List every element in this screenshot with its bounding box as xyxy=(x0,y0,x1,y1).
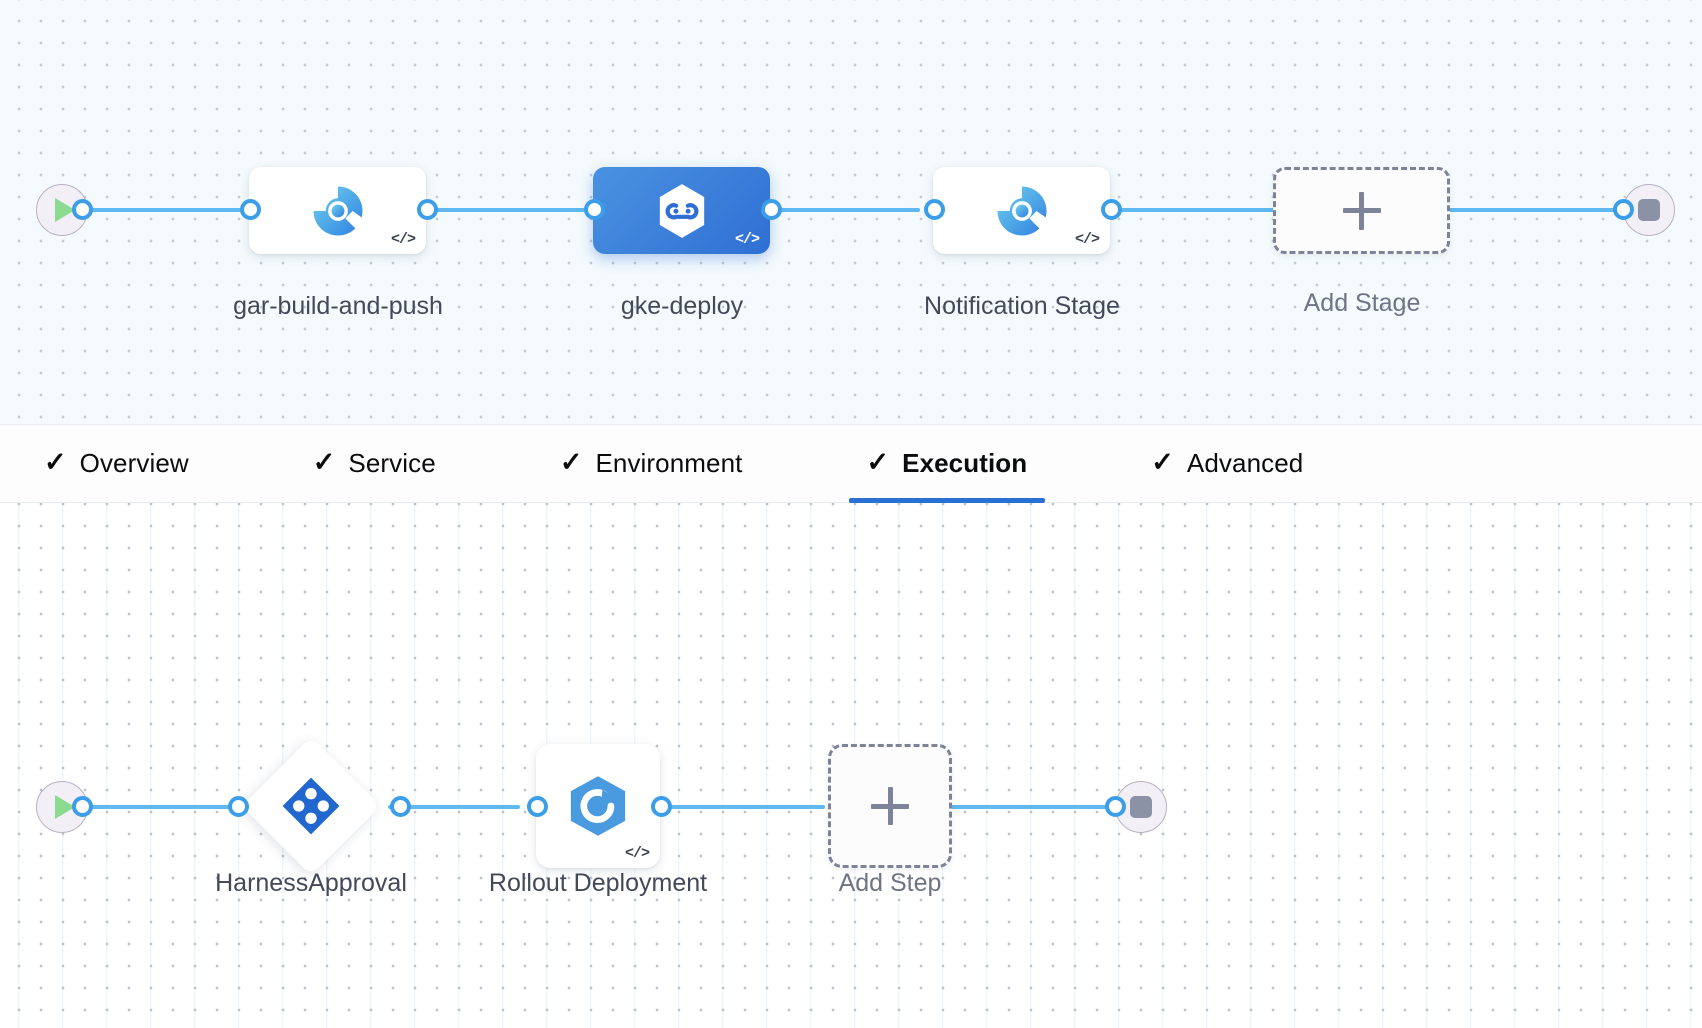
add-stage-button[interactable] xyxy=(1273,167,1450,254)
tab-execution[interactable]: ✓ Execution xyxy=(848,424,1046,503)
port-rollout-out[interactable] xyxy=(651,796,672,817)
link-addstep-to-end xyxy=(950,805,1110,809)
execution-end-node[interactable] xyxy=(1115,781,1167,833)
add-stage-label: Add Stage xyxy=(1303,289,1421,317)
check-icon: ✓ xyxy=(559,447,583,477)
plus-icon xyxy=(871,787,909,825)
link-stage3-to-addstage xyxy=(1082,208,1282,212)
step-node-harness-approval[interactable] xyxy=(249,744,373,868)
port-stage3-out[interactable] xyxy=(1101,199,1122,220)
code-badge-icon: </> xyxy=(1074,231,1100,248)
stage-node-label-1: gar-build-and-push xyxy=(233,292,443,320)
stage-graph-canvas[interactable]: </> gar-build-and-push </> gke-deploy xyxy=(0,0,1702,424)
k8s-rollout-hexagon-icon xyxy=(570,776,626,836)
tab-service[interactable]: ✓ Service xyxy=(295,424,454,503)
link-addstage-to-end xyxy=(1438,208,1628,212)
port-stage1-in[interactable] xyxy=(240,199,261,220)
stage-node-notification-stage[interactable]: </> xyxy=(933,167,1110,254)
link-stage1-to-stage2 xyxy=(404,208,604,212)
stage-node-gar-build-and-push[interactable]: </> xyxy=(249,167,426,254)
harness-approval-diamond-icon xyxy=(282,777,340,835)
tab-environment[interactable]: ✓ Environment xyxy=(542,424,761,503)
pipeline-end-node[interactable] xyxy=(1623,184,1675,236)
link-stage2-to-stage3 xyxy=(760,208,920,212)
port-rollout-in[interactable] xyxy=(527,796,548,817)
step-node-label-2: Rollout Deployment xyxy=(488,869,708,897)
play-icon xyxy=(55,198,75,222)
port-stage1-out[interactable] xyxy=(417,199,438,220)
link-approval-to-rollout xyxy=(388,805,520,809)
port-approval-in[interactable] xyxy=(228,796,249,817)
check-icon: ✓ xyxy=(866,447,890,477)
plus-icon xyxy=(1342,191,1381,230)
tab-overview[interactable]: ✓ Overview xyxy=(26,424,207,503)
link-start-to-approval xyxy=(78,805,236,809)
stop-icon xyxy=(1638,199,1660,221)
step-node-rollout-deployment[interactable]: </> xyxy=(536,744,660,868)
harness-cd-deploy-hexagon-icon xyxy=(659,183,704,238)
check-icon: ✓ xyxy=(312,447,336,477)
port-stage3-in[interactable] xyxy=(924,199,945,220)
code-badge-icon: </> xyxy=(390,231,416,248)
tab-label: Service xyxy=(348,448,436,478)
tab-label: Overview xyxy=(79,448,189,478)
link-start-to-stage1 xyxy=(78,208,248,212)
execution-graph-canvas[interactable]: HarnessApproval </> Rollout Deployment A… xyxy=(0,503,1702,1028)
harness-ci-build-icon xyxy=(312,184,362,235)
port-exec-end-in[interactable] xyxy=(1105,796,1126,817)
check-icon: ✓ xyxy=(1151,447,1174,477)
tab-advanced[interactable]: ✓ Advanced xyxy=(1133,424,1321,503)
link-rollout-to-addstep xyxy=(655,805,825,809)
stage-node-gke-deploy[interactable]: </> xyxy=(593,167,770,254)
port-exec-start-out[interactable] xyxy=(72,796,93,817)
port-end-in[interactable] xyxy=(1613,199,1634,220)
tab-label: Environment xyxy=(595,448,743,478)
tab-label: Execution xyxy=(902,448,1028,478)
tab-label: Advanced xyxy=(1186,448,1304,478)
stage-node-label-3: Notification Stage xyxy=(924,292,1120,320)
port-approval-out[interactable] xyxy=(390,796,411,817)
stage-node-label-2: gke-deploy xyxy=(620,292,744,320)
play-icon xyxy=(55,795,75,819)
add-step-button[interactable] xyxy=(828,744,952,868)
port-start-out[interactable] xyxy=(72,199,93,220)
add-step-label: Add Step xyxy=(838,869,942,897)
code-badge-icon: </> xyxy=(624,845,650,862)
stop-icon xyxy=(1130,796,1152,818)
harness-ci-build-icon xyxy=(996,184,1046,235)
port-stage2-in[interactable] xyxy=(584,199,605,220)
code-badge-icon: </> xyxy=(734,231,760,248)
check-icon: ✓ xyxy=(44,447,67,477)
stage-config-tabbar[interactable]: ✓ Overview ✓ Service ✓ Environment ✓ Exe… xyxy=(0,424,1702,503)
port-stage2-out[interactable] xyxy=(761,199,782,220)
